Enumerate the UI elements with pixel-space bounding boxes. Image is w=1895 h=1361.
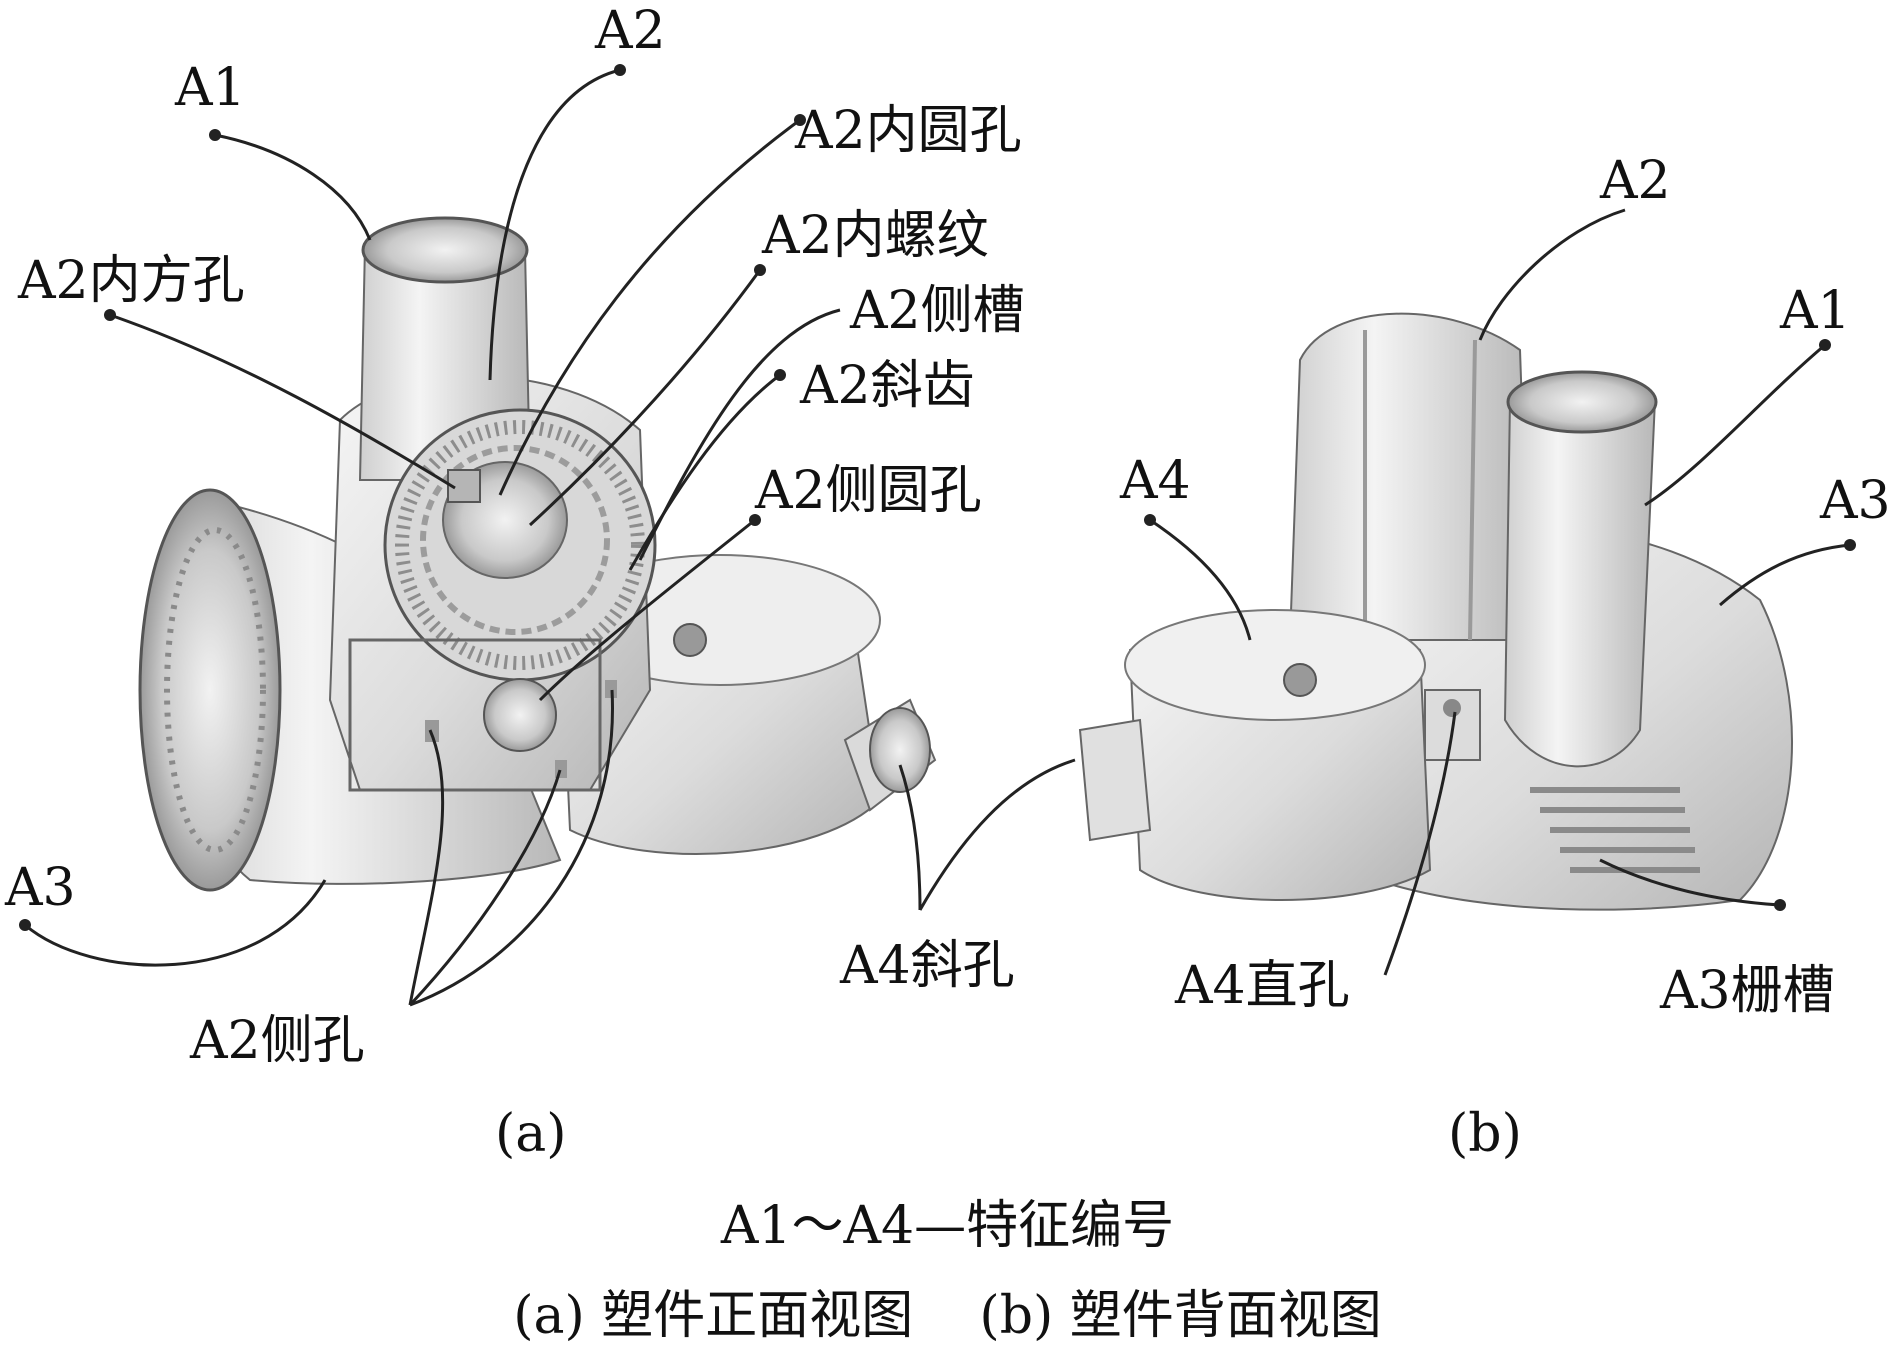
- leader-dots-view-b: [1144, 339, 1856, 911]
- leaders-view-a: [24, 68, 1076, 1007]
- leader-b-a4: [1149, 518, 1252, 641]
- label-b-a3: A3: [1820, 471, 1891, 531]
- leader-a-a4-oblique-hole: [898, 764, 922, 911]
- a2-side-round-hole: [483, 678, 557, 752]
- leader-dot: [754, 264, 766, 276]
- label-a-a2: A2: [595, 1, 666, 61]
- leader-a-a2: [488, 68, 621, 381]
- label-b-a4-straight-hole: A4直孔: [1175, 956, 1350, 1016]
- a4-top-hole: [673, 623, 707, 657]
- b-a2-ribs: [1363, 330, 1477, 641]
- b-a4-nozzle: [1078, 718, 1152, 842]
- leader-dot: [209, 129, 221, 141]
- label-a-a2-inner-thread: A2内螺纹: [762, 206, 989, 266]
- label-a-a4-oblique-hole: A4斜孔: [840, 936, 1015, 996]
- leader-a-a2-helical-teeth: [628, 373, 781, 571]
- part-back-view: [1078, 312, 1793, 911]
- label-b-a4: A4: [1120, 451, 1191, 511]
- leader-b-a1: [1644, 343, 1826, 507]
- label-a-a2-helical-teeth: A2斜齿: [800, 356, 975, 416]
- b-a4-top-face: [1124, 609, 1426, 721]
- a4-oblique-hole: [869, 707, 931, 793]
- leader-a-a3: [24, 879, 327, 967]
- leader-a-a2-inner-square-hole: [109, 313, 456, 490]
- leader-a-a2-inner-thread: [528, 269, 762, 527]
- caption-views: (a) 塑件正面视图 (b) 塑件背面视图: [513, 1286, 1382, 1346]
- leaders-view-b: [1149, 208, 1851, 976]
- label-a-a1: A1: [175, 58, 246, 118]
- leader-b-a3-grille-slot: [1599, 858, 1781, 907]
- a2-inner-thread-ring: [420, 445, 610, 635]
- leader-a-a2-side-round-hole: [538, 518, 756, 702]
- b-a2-housing: [1288, 312, 1532, 641]
- a1-tube-opening: [361, 216, 529, 284]
- caption-legend: A1～A4—特征编号: [720, 1196, 1175, 1256]
- label-b-a1: A1: [1780, 281, 1851, 341]
- leader-b-a2: [1478, 208, 1626, 341]
- label-a-a2-inner-round-hole: A2内圆孔: [795, 101, 1022, 161]
- label-a-a3: A3: [5, 858, 76, 918]
- a2-side-frame: [348, 638, 602, 792]
- leader-dots-view-a: [19, 64, 806, 931]
- leader-a-a2-side-slot: [638, 308, 841, 561]
- label-a-a2-side-hole: A2侧孔: [190, 1011, 365, 1071]
- leader-dot: [1819, 339, 1831, 351]
- leader-a-a2-inner-round-hole: [498, 118, 801, 496]
- a3-open-end: [138, 488, 282, 892]
- label-a-a2-side-slot: A2侧槽: [850, 281, 1025, 341]
- leader-dot: [1774, 899, 1786, 911]
- leader-a-a4-oblique-hole-b: [918, 758, 1076, 911]
- leader-b-a3: [1719, 543, 1851, 607]
- leader-dot: [749, 514, 761, 526]
- leader-dot: [19, 919, 31, 931]
- a2-side-hole-2: [555, 760, 567, 778]
- subcaption-b: (b): [1448, 1104, 1522, 1164]
- leader-a-a2-side-hole-2: [408, 769, 562, 1007]
- leader-dot: [794, 114, 806, 126]
- b-a1-tube: [1503, 399, 1657, 768]
- a3-inner-thread: [164, 527, 266, 853]
- b-a4-straight-hole: [1443, 699, 1461, 717]
- leader-dot: [774, 369, 786, 381]
- b-a1-tube-opening: [1506, 370, 1658, 434]
- label-a-a2-side-round-hole: A2侧圆孔: [755, 461, 982, 521]
- leader-a-a1: [214, 133, 372, 241]
- leader-dot: [104, 309, 116, 321]
- b-a4-top-hole: [1283, 663, 1317, 697]
- leader-b-a4-straight-hole: [1383, 711, 1457, 976]
- label-b-a3-grille-slot: A3栅槽: [1660, 961, 1835, 1021]
- a2-helical-teeth-ring: [395, 420, 645, 670]
- label-a-a2-inner-square-hole: A2内方孔: [18, 251, 245, 311]
- b-a3-grille-slots: [1530, 787, 1700, 873]
- subcaption-a: (a): [495, 1104, 567, 1164]
- leader-dot: [1844, 539, 1856, 551]
- leader-a-a2-side-hole-3: [409, 689, 614, 1007]
- leader-dot: [1144, 514, 1156, 526]
- part-front-view: [138, 216, 937, 892]
- a2-side-hole-3: [605, 680, 617, 698]
- label-b-a2: A2: [1600, 151, 1671, 211]
- leader-dot: [614, 64, 626, 76]
- leader-a-a2-side-hole-1: [408, 729, 445, 1006]
